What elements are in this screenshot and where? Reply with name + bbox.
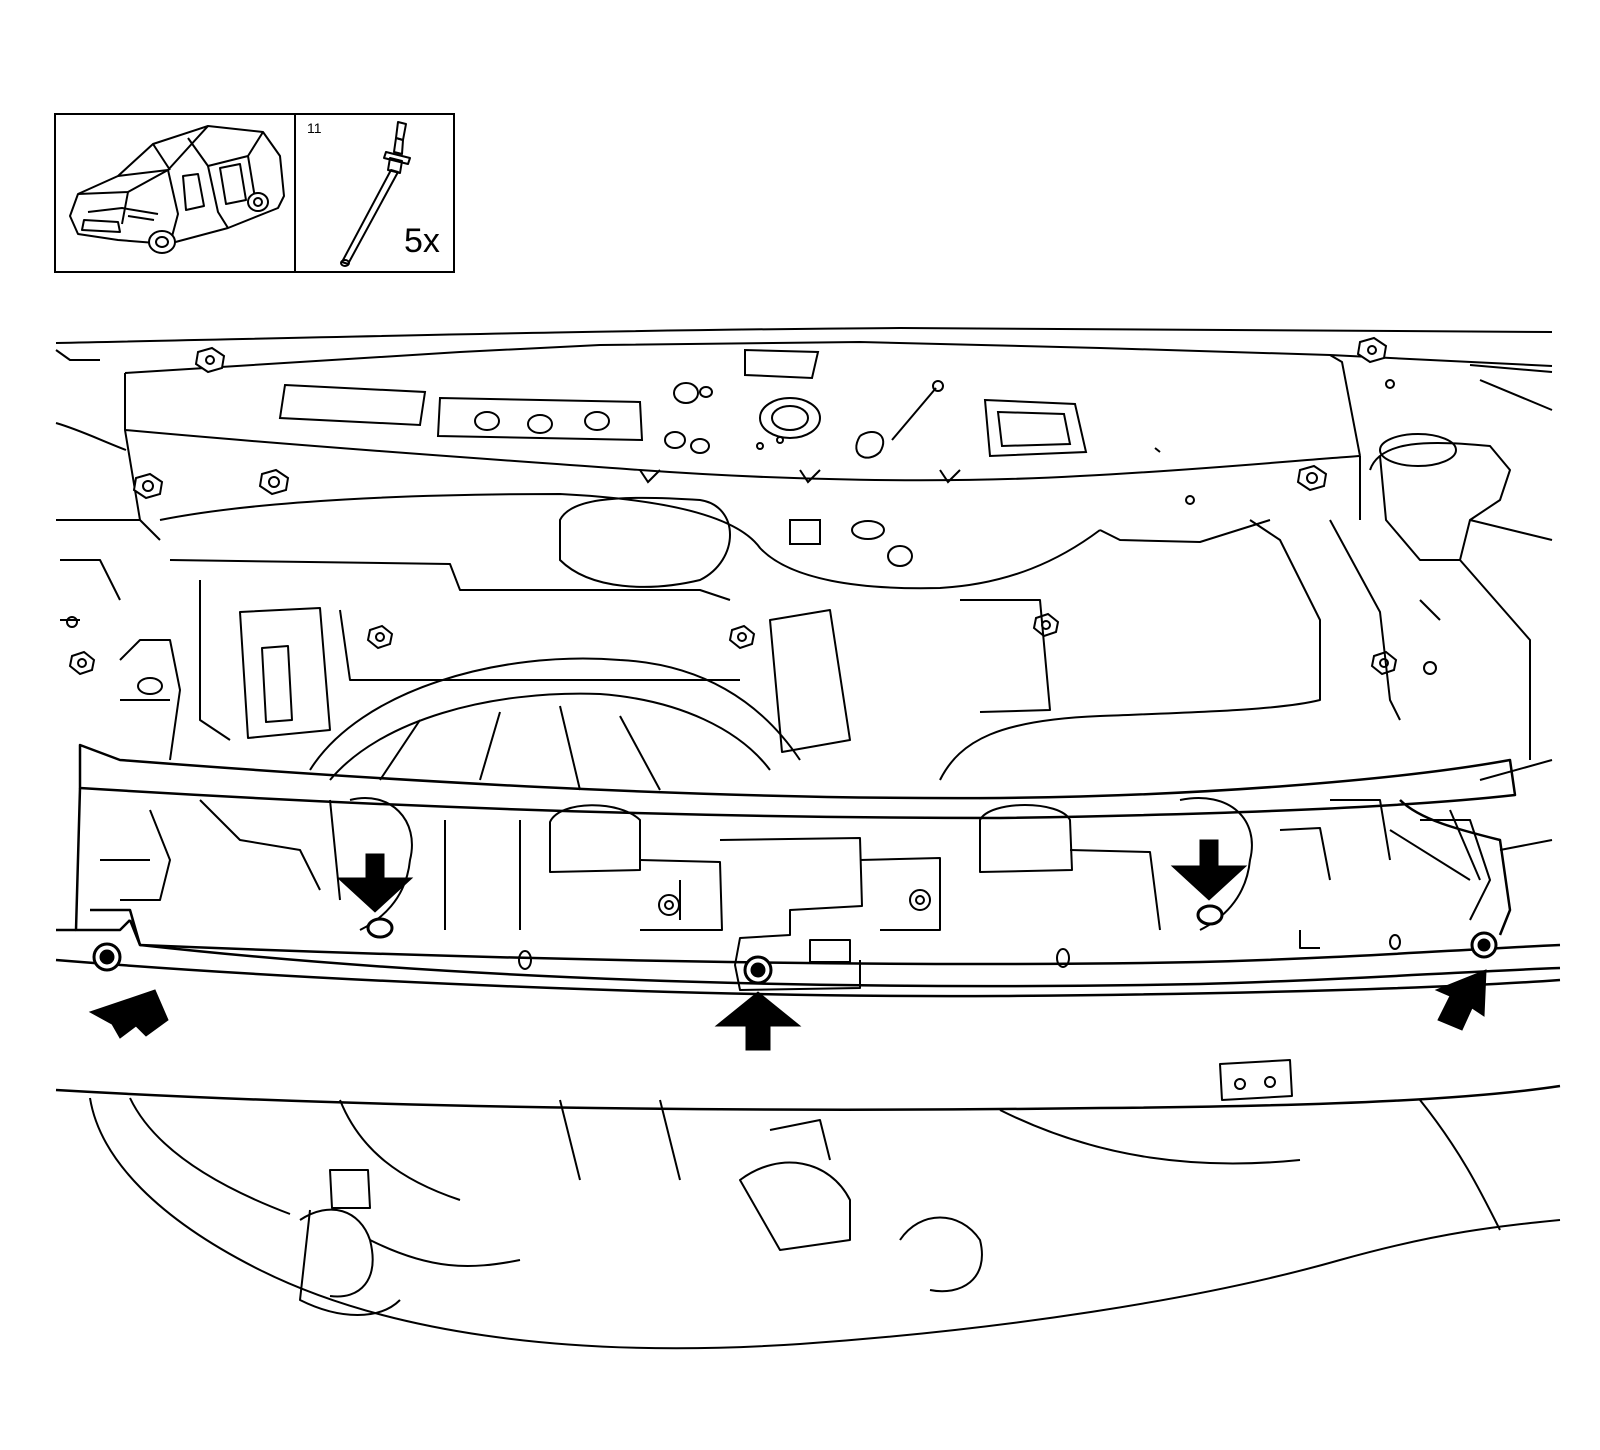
front-bumper-carrier: [55, 743, 1561, 1111]
cooling-module-area: [60, 433, 1553, 851]
upper-crossmember: [55, 327, 1553, 590]
bumper-holes: [518, 934, 1401, 970]
arrow-left-icon: [88, 989, 169, 1039]
fastener-inner-right: [1196, 904, 1224, 926]
bolt-heads: [68, 336, 1398, 676]
quantity-label: 5x: [404, 222, 440, 260]
mounting-fasteners: [92, 904, 1498, 985]
vehicle-body-icon: [69, 125, 285, 254]
arrow-down-left-icon: [336, 853, 414, 913]
arrow-right-icon: [1434, 969, 1487, 1031]
fastener-left: [92, 942, 122, 972]
fastener-right: [1470, 931, 1498, 959]
callout-arrows: [88, 839, 1487, 1051]
fastener-center: [743, 955, 773, 985]
arrow-up-center-icon: [714, 991, 802, 1051]
part-number: 11: [307, 120, 322, 136]
legend-divider: [294, 113, 296, 273]
bumper-carrier-details: [100, 797, 1491, 991]
lower-area: [89, 1059, 1561, 1350]
fastener-inner-left: [366, 917, 394, 939]
upper-crossmember-details: [278, 348, 1395, 588]
rivet-icon: [340, 121, 411, 267]
arrow-down-right-icon: [1170, 839, 1248, 901]
